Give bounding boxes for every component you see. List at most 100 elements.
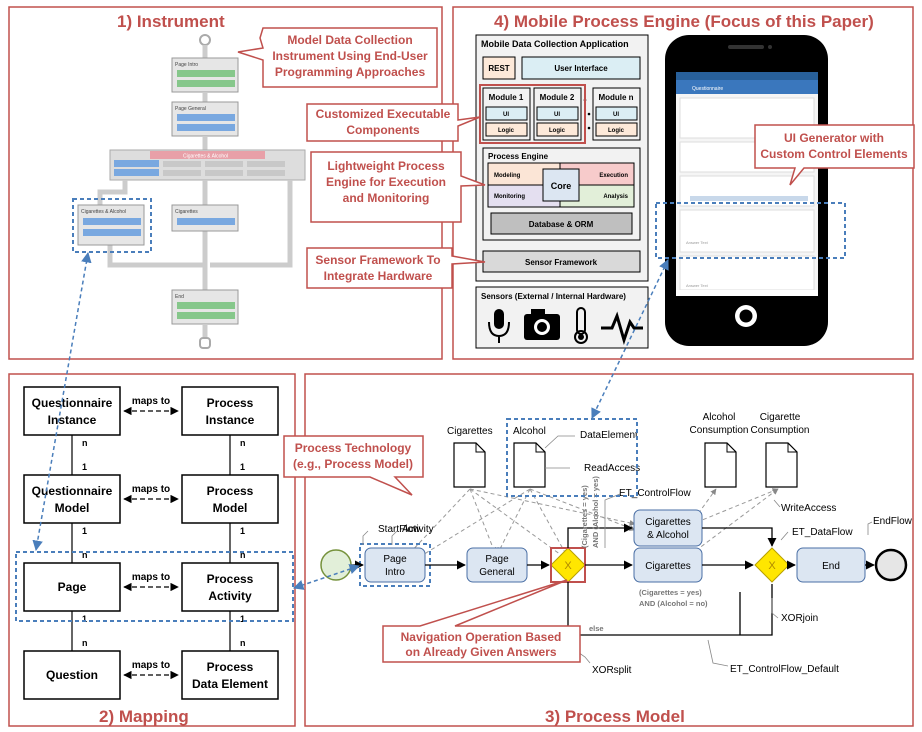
svg-text:n: n xyxy=(240,638,246,648)
svg-text:Logic: Logic xyxy=(498,128,515,134)
maps-to-arrows xyxy=(123,406,179,680)
svg-text:Page: Page xyxy=(58,580,87,594)
process-model-diagram: Cigarettes Alcohol Alcohol Consumption C… xyxy=(320,412,913,676)
svg-text:Consumption: Consumption xyxy=(751,425,810,436)
svg-text:Process: Process xyxy=(207,572,254,586)
svg-text:Execution: Execution xyxy=(599,173,628,179)
sensor-framework-label: Sensor Framework xyxy=(525,258,598,267)
svg-text:AND (Alcohol = no): AND (Alcohol = no) xyxy=(639,599,708,608)
instrument-node-end[interactable]: End xyxy=(171,289,239,325)
svg-text:X: X xyxy=(564,560,572,572)
svg-text:1: 1 xyxy=(82,462,87,472)
svg-text:DataElement: DataElement xyxy=(580,430,638,441)
svg-text:Model Data Collection: Model Data Collection xyxy=(287,33,412,47)
mapping-question xyxy=(23,650,121,700)
svg-text:Process: Process xyxy=(207,396,254,410)
svg-text:Questionnaire: Questionnaire xyxy=(32,484,113,498)
instrument-title: 1) Instrument xyxy=(117,12,225,31)
callout-custom-exec: Customized Executable Components xyxy=(306,103,481,142)
module-2: Module 2 UI Logic xyxy=(533,87,582,141)
phone-title: Questionnaire xyxy=(692,86,723,92)
svg-text:AND (Alcohol = yes): AND (Alcohol = yes) xyxy=(591,476,600,548)
svg-text:1: 1 xyxy=(82,614,87,624)
activity-page-general: Page General xyxy=(466,547,528,583)
thermometer-icon xyxy=(574,307,588,344)
svg-text:Integrate Hardware: Integrate Hardware xyxy=(324,269,433,283)
instrument-node-page-intro[interactable]: Page Intro xyxy=(171,57,239,93)
instrument-node-cigarettes[interactable]: Cigarettes xyxy=(171,204,239,232)
svg-text:ET_ControlFlow: ET_ControlFlow xyxy=(619,488,691,499)
svg-text:Module 1: Module 1 xyxy=(489,93,524,102)
svg-text:Cigarette: Cigarette xyxy=(760,412,801,423)
svg-text:Sensor Framework To: Sensor Framework To xyxy=(315,253,440,267)
svg-text:n: n xyxy=(82,550,88,560)
svg-text:Process: Process xyxy=(207,484,254,498)
instrument-highlight xyxy=(72,198,152,253)
svg-text:else: else xyxy=(589,624,604,633)
instrument-flow: Page Intro Page General Cigarettes & Alc… xyxy=(77,34,306,349)
module-1: Module 1 UI Logic xyxy=(482,87,531,141)
svg-text:Alcohol: Alcohol xyxy=(703,412,736,423)
callout-ui-generator: UI Generator with Custom Control Element… xyxy=(754,124,915,186)
callout-process-tech: Process Technology (e.g., Process Model) xyxy=(283,435,424,496)
activity-cigarettes: Cigarettes xyxy=(633,547,703,583)
svg-text:Process Engine: Process Engine xyxy=(488,152,549,161)
rest-label: REST xyxy=(488,64,509,73)
svg-text:Database & ORM: Database & ORM xyxy=(529,220,594,229)
mapping-page xyxy=(23,562,121,612)
instrument-node-label: End xyxy=(175,294,184,300)
svg-text:1: 1 xyxy=(82,526,87,536)
svg-text:n: n xyxy=(240,438,246,448)
svg-text:Page: Page xyxy=(383,554,407,565)
instrument-node-label: Page General xyxy=(175,106,206,112)
svg-text:WriteAccess: WriteAccess xyxy=(781,503,836,514)
instrument-node-label: Cigarettes xyxy=(175,209,198,215)
phone-answer-field[interactable]: Answer Text xyxy=(686,240,709,245)
phone-answer-field[interactable]: Answer Text xyxy=(686,283,709,288)
app-title: Mobile Data Collection Application xyxy=(481,39,629,49)
mapping-title: 2) Mapping xyxy=(99,707,189,726)
doc-cigarette-consumption: Cigarette Consumption xyxy=(751,412,810,488)
instrument-node-label: Cigarettes & Alcohol xyxy=(81,209,126,215)
svg-text:Instrument Using End-User: Instrument Using End-User xyxy=(272,49,428,63)
svg-text:Module n: Module n xyxy=(598,93,633,102)
svg-text:XORjoin: XORjoin xyxy=(781,613,818,624)
svg-text:ET_ControlFlow_Default: ET_ControlFlow_Default xyxy=(730,664,839,675)
svg-text:n: n xyxy=(240,550,246,560)
modules-highlight xyxy=(479,84,586,144)
svg-text:1: 1 xyxy=(240,462,245,472)
xor-join: X xyxy=(754,547,790,583)
process-model-title: 3) Process Model xyxy=(545,707,685,726)
instrument-node-page-general[interactable]: Page General xyxy=(171,101,239,137)
instrument-gateway[interactable]: Cigarettes & Alcohol xyxy=(109,149,306,181)
start-event xyxy=(320,549,352,581)
link-activity-to-mapping xyxy=(293,564,360,590)
doc-alcohol-consumption: Alcohol Consumption xyxy=(690,412,748,488)
instrument-node-label: Page Intro xyxy=(175,62,198,68)
mapping-process-activity xyxy=(181,562,279,612)
svg-text:Process Technology: Process Technology xyxy=(295,441,412,455)
svg-text:Model: Model xyxy=(213,501,248,515)
svg-text:Engine for Execution: Engine for Execution xyxy=(326,175,446,189)
svg-text:Sensors (External / Internal H: Sensors (External / Internal Hardware) xyxy=(481,292,626,301)
mapping-process-instance xyxy=(181,386,279,436)
callout-sensor-fw: Sensor Framework To Integrate Hardware xyxy=(306,247,486,289)
svg-text:Model: Model xyxy=(55,501,90,515)
svg-text:on Already Given Answers: on Already Given Answers xyxy=(405,645,556,659)
activity-page-intro: Page Intro xyxy=(364,547,426,583)
svg-text:Logic: Logic xyxy=(549,128,566,134)
svg-text:General: General xyxy=(479,567,515,578)
svg-text:ReadAccess: ReadAccess xyxy=(584,463,640,474)
svg-text:Process: Process xyxy=(207,660,254,674)
svg-text:Activity: Activity xyxy=(402,524,434,535)
smartphone: Questionnaire Answer Text Answer Text xyxy=(665,35,828,346)
svg-text:Activity: Activity xyxy=(208,589,252,603)
mapping-questionnaire-instance xyxy=(23,386,121,436)
link-instrument-to-page xyxy=(32,251,92,552)
svg-text:Logic: Logic xyxy=(608,128,625,134)
instrument-node-cig-alc[interactable]: Cigarettes & Alcohol xyxy=(77,204,145,246)
svg-text:maps to: maps to xyxy=(132,484,170,495)
callout-lightweight: Lightweight Process Engine for Execution… xyxy=(310,151,486,223)
svg-text:Instance: Instance xyxy=(48,413,97,427)
svg-text:& Alcohol: & Alcohol xyxy=(647,530,689,541)
